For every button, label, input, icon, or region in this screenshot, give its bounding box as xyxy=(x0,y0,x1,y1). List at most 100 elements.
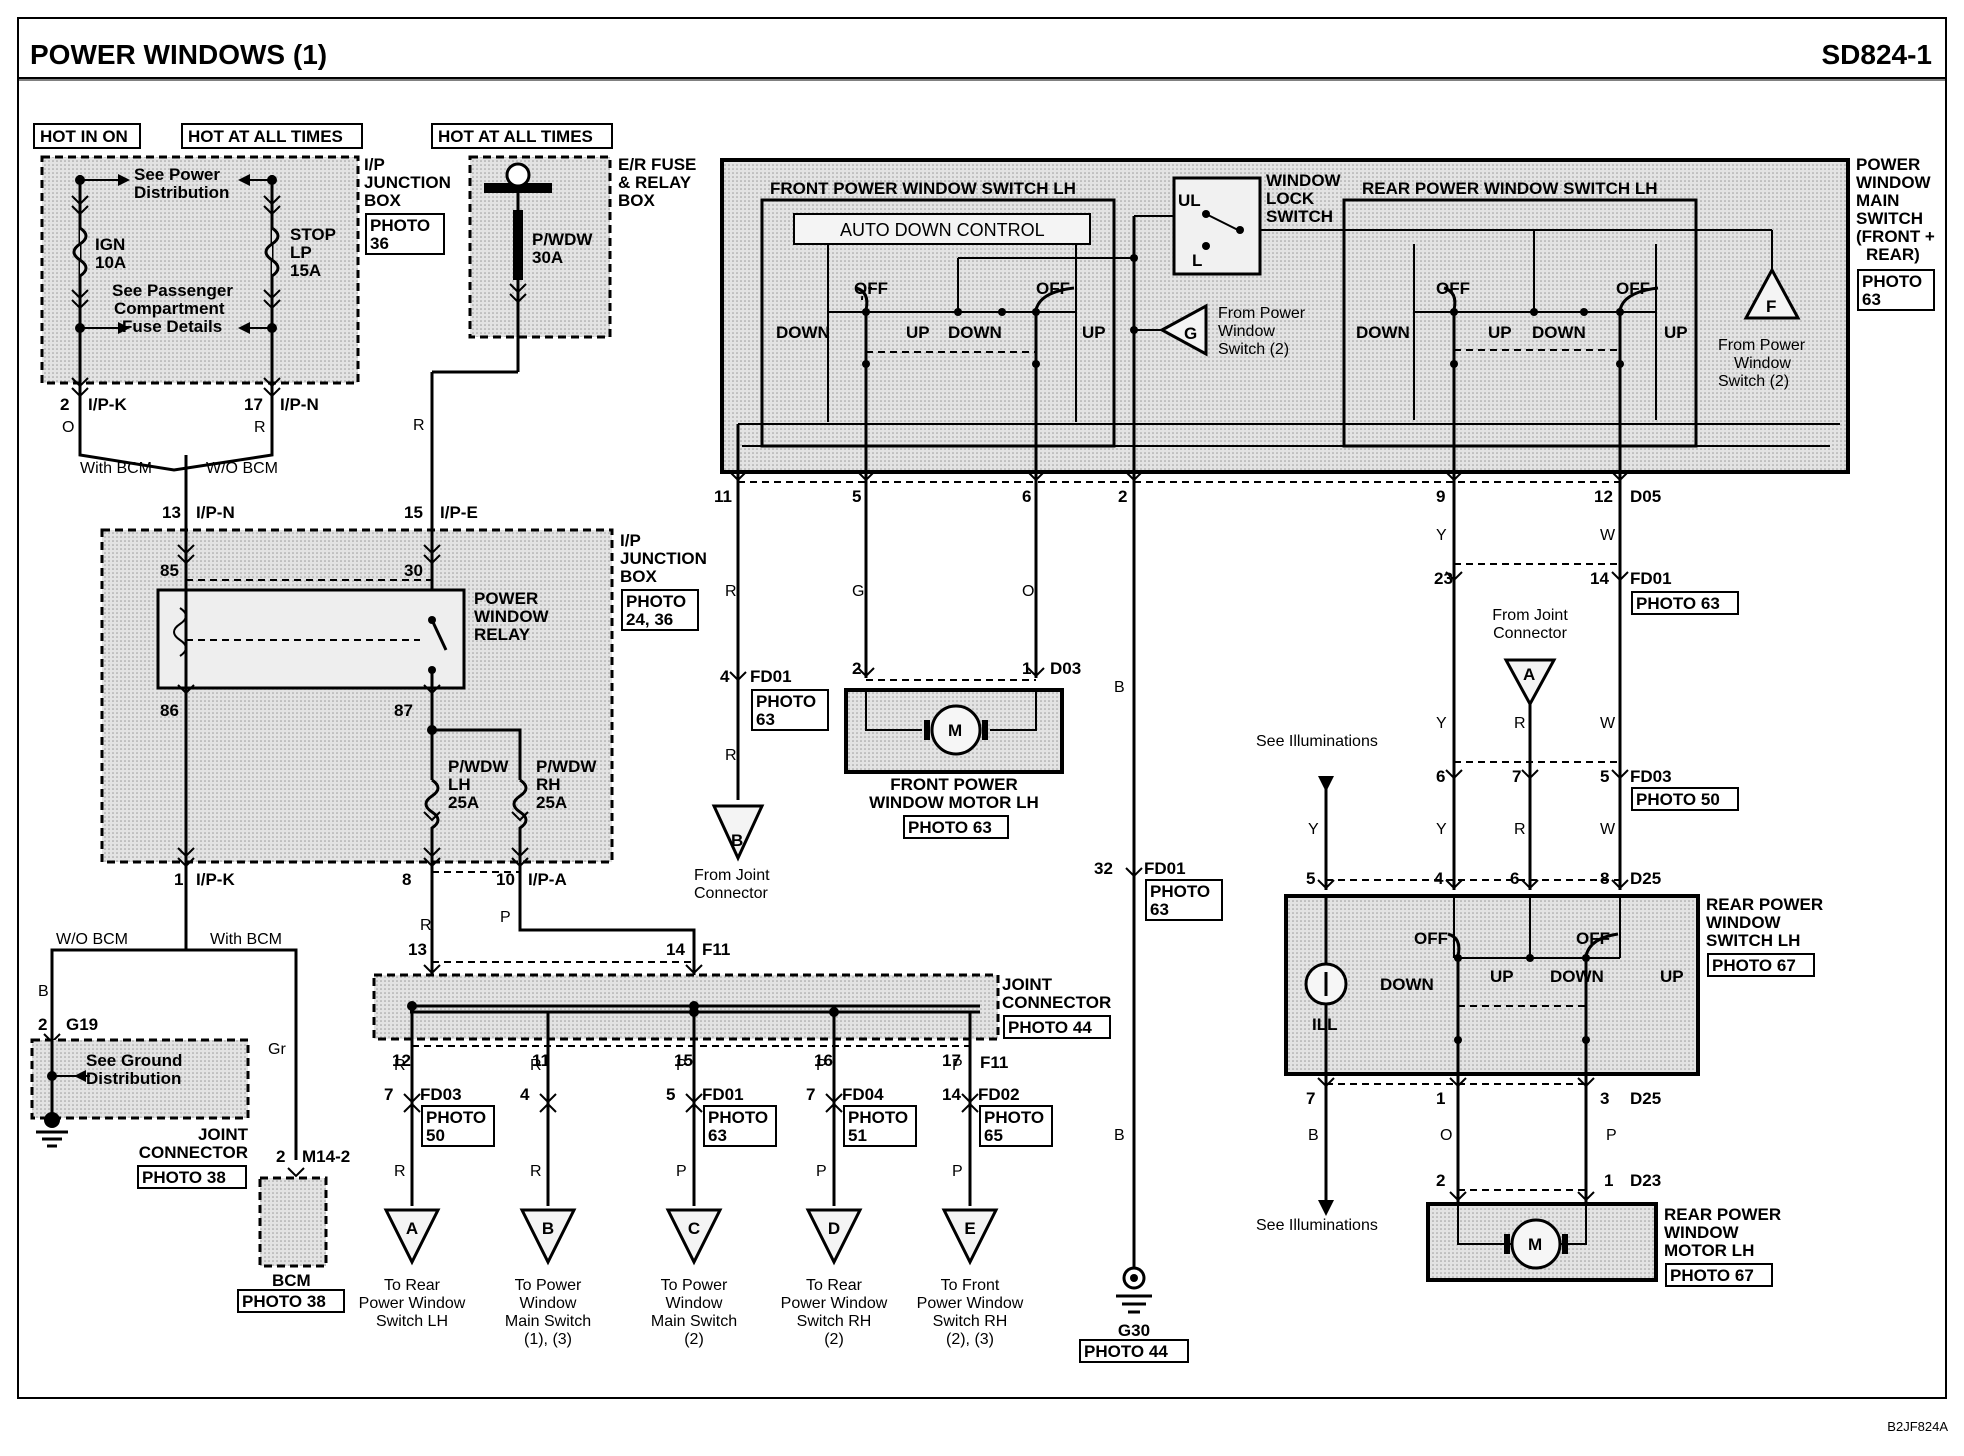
rear-pin-5: 5 xyxy=(1306,869,1315,888)
joint-out-label-0-1: Power Window xyxy=(359,1295,466,1312)
see-ground-line1: See Ground xyxy=(86,1051,182,1070)
rear-off-1: OFF xyxy=(1436,279,1470,298)
conn-2c: 2 xyxy=(276,1147,285,1166)
ms-pin-2: 2 xyxy=(1118,487,1127,506)
relay-name-3: RELAY xyxy=(474,625,531,644)
ground-fd01-photo-number: 63 xyxy=(1150,900,1169,919)
joint-pin-12: 12 xyxy=(392,1051,411,1070)
rear-from-joint-1: From Joint xyxy=(1492,607,1568,624)
rear-pin-1: 1 xyxy=(1436,1089,1445,1108)
diagram-code: SD824-1 xyxy=(1821,39,1932,70)
rear-motor-label-1: REAR POWER xyxy=(1664,1205,1781,1224)
front-motor-wiring xyxy=(711,478,1045,862)
joint-out-wire-top-2: P xyxy=(676,1057,687,1074)
joint-out-triangle-3 xyxy=(805,1208,863,1266)
joint-out-photo-box-3 xyxy=(843,1105,917,1147)
joint-out-photo-number-4: 65 xyxy=(984,1126,1003,1145)
joint-out-label-1-2: Main Switch xyxy=(505,1313,591,1330)
joint-out-label-1-1: Window xyxy=(520,1295,577,1312)
joint-out-wire-color-3: P xyxy=(816,1163,827,1180)
main-switch-label-6: REAR) xyxy=(1866,245,1920,264)
ip-fuse-wiring xyxy=(71,174,281,410)
joint-out-wire-color-1: R xyxy=(530,1163,542,1180)
rear-power-window-switch-lh xyxy=(1342,198,1698,448)
footer-code: B2JF824A xyxy=(1887,1419,1948,1434)
joint-out-wire-top-3: P xyxy=(816,1057,827,1074)
fm-from-joint-2: Connector xyxy=(694,885,768,902)
ip-photo-box xyxy=(365,213,445,255)
conn-ipn: I/P-N xyxy=(280,395,319,414)
m14-terminal xyxy=(287,1167,305,1178)
joint-photo-box xyxy=(1003,1015,1111,1039)
conn-10: 10 xyxy=(496,870,515,889)
front-motor-symbol xyxy=(865,690,1037,756)
from-f-line1: From Power xyxy=(1718,337,1806,354)
rear-wire-b: B xyxy=(1308,1127,1319,1144)
see-ground-line2: Distribution xyxy=(86,1069,181,1088)
joint-out-connector-0 xyxy=(403,1093,421,1113)
bcm-box xyxy=(258,1176,328,1268)
joint-out-connector-1 xyxy=(539,1093,557,1113)
fm-label-1: FRONT POWER xyxy=(890,775,1018,794)
from-g-line2: Window xyxy=(1218,323,1275,340)
joint-out-conn-4: FD02 xyxy=(978,1085,1020,1104)
see-illuminations-2: See Illuminations xyxy=(1256,1217,1378,1234)
rear-sw-label-1: REAR POWER xyxy=(1706,895,1823,914)
conn-2: 2 xyxy=(60,395,69,414)
joint-f11-b: F11 xyxy=(980,1053,1008,1072)
joint-out-label-0-0: To Rear xyxy=(384,1277,441,1294)
er-fuse-box-label-3: BOX xyxy=(618,191,656,210)
conn-8: 8 xyxy=(402,870,411,889)
wire-color-r-2: R xyxy=(413,417,425,434)
rear-pin-4: 4 xyxy=(1434,869,1444,888)
ip-junction-box-label-1: I/P xyxy=(364,155,385,174)
rear-wire-y: Y xyxy=(1436,527,1447,544)
joint-out-label-2-1: Window xyxy=(666,1295,723,1312)
joint-wire-r: R xyxy=(420,917,432,934)
joint-pin-16: 16 xyxy=(814,1051,833,1070)
joint-out-photo-number-0: 50 xyxy=(426,1126,445,1145)
fuse-rh-name: P/WDW xyxy=(536,757,597,776)
fuse-rh-rating: 25A xyxy=(536,793,567,812)
conn-15: 15 xyxy=(404,503,423,522)
rear-up-2: UP xyxy=(1664,323,1688,342)
relay-photo-box xyxy=(621,589,699,631)
main-switch-label-3: MAIN xyxy=(1856,191,1899,210)
relay-pin-87: 87 xyxy=(394,701,413,720)
window-lock-label-2: LOCK xyxy=(1266,189,1315,208)
ground-photo: PHOTO 44 xyxy=(1084,1342,1168,1361)
joint-out-wire-top-4: P xyxy=(952,1057,963,1074)
ms-pin-5: 5 xyxy=(852,487,861,506)
fm-conn-4: 4 xyxy=(720,667,730,686)
rear-sw-off-2: OFF xyxy=(1576,929,1610,948)
joint-out-label-0-2: Switch LH xyxy=(376,1313,448,1330)
front-off-2: OFF xyxy=(1036,279,1070,298)
rear-sw-down-1: DOWN xyxy=(1380,975,1434,994)
fuse-lh-rating: 25A xyxy=(448,793,479,812)
rear-wire-p: P xyxy=(1606,1127,1617,1144)
lock-l: L xyxy=(1192,251,1202,270)
ground-g30: G30 xyxy=(1118,1321,1150,1340)
rear-tri-letter: A xyxy=(1523,665,1535,684)
ground-fd01: FD01 xyxy=(1144,859,1186,878)
conn-m14: M14-2 xyxy=(302,1147,350,1166)
joint-out-wire-color-4: P xyxy=(952,1163,963,1180)
stop-fuse-name: STOP xyxy=(290,225,336,244)
page-title: POWER WINDOWS (1) xyxy=(30,39,327,70)
rear-sw-label-2: WINDOW xyxy=(1706,913,1782,932)
wire-color-p: P xyxy=(500,909,511,926)
rear-conn-14: 14 xyxy=(1590,569,1609,588)
joint-out-label-3-3: (2) xyxy=(824,1331,844,1348)
rear-fd01: FD01 xyxy=(1630,569,1672,588)
relay-junction-label-2: JUNCTION xyxy=(620,549,707,568)
ground-fd01-photo-box xyxy=(1145,879,1223,921)
front-up-2: UP xyxy=(1082,323,1106,342)
rear-d25-b: D25 xyxy=(1630,1089,1661,1108)
joint-out-label-4-1: Power Window xyxy=(917,1295,1024,1312)
joint-out-label-2-0: To Power xyxy=(661,1277,728,1294)
wire-color-o: O xyxy=(62,419,74,436)
wire-color-gr: Gr xyxy=(268,1041,286,1058)
ground-photo-box xyxy=(1079,1339,1189,1363)
rear-fd03: FD03 xyxy=(1630,767,1672,786)
joint-out-pin-1: 4 xyxy=(520,1085,530,1104)
